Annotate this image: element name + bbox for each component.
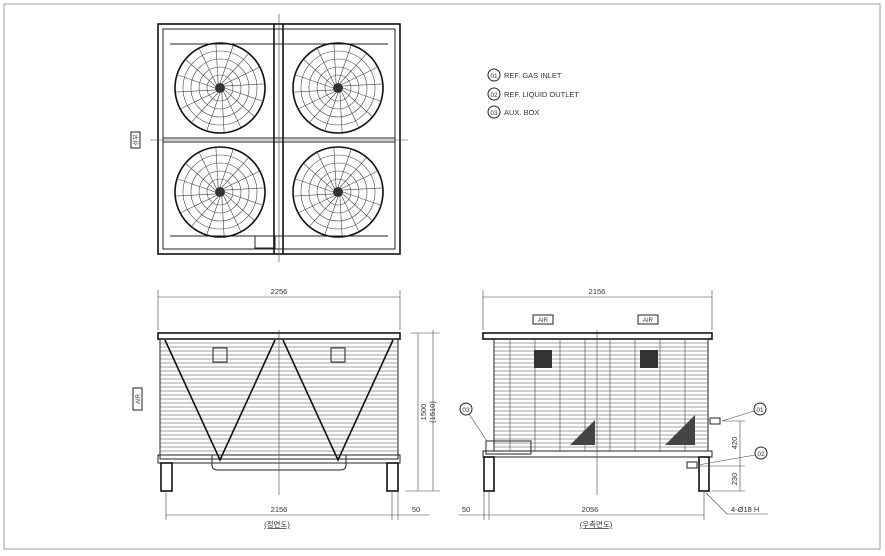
callout-02: 02	[697, 446, 768, 466]
dim-height: 1500	[419, 404, 428, 421]
svg-text:01: 01	[756, 407, 764, 414]
legend-label: REF. GAS INLET	[504, 71, 562, 80]
svg-text:02: 02	[490, 92, 498, 99]
liquid-outlet-pipe	[686, 461, 698, 469]
fan-icon	[292, 146, 384, 238]
side-view-caption: (우측면도)	[580, 519, 613, 529]
air-tag: AIR	[643, 318, 654, 324]
fan-icon	[292, 42, 384, 134]
dim-outlet-height: 230	[730, 473, 739, 486]
dim-leg-span: 2056	[582, 505, 599, 514]
svg-text:02: 02	[757, 451, 765, 458]
dim-holes: 4-Ø18 H	[731, 505, 759, 514]
dim-leg-offset: 50	[412, 505, 420, 514]
dim-leg-offset: 50	[462, 505, 470, 514]
dim-inlet-height: 420	[730, 437, 739, 450]
side-view: 2156 AIR AIR 03 01 02 420 230 2056 50	[458, 287, 768, 529]
svg-text:03: 03	[490, 110, 498, 117]
drawing-border	[3, 3, 881, 550]
direction-tag: 상부	[132, 134, 140, 146]
svg-text:01: 01	[490, 73, 498, 80]
svg-text:03: 03	[462, 407, 470, 414]
legend: 01 REF. GAS INLET 02 REF. LIQUID OUTLET 03…	[487, 68, 579, 119]
callout-03: 03	[459, 402, 488, 442]
direction-tag-box	[130, 131, 141, 149]
legend-item-03: 03 AUX. BOX	[487, 105, 539, 119]
legend-label: AUX. BOX	[504, 108, 539, 117]
front-view: 2256 1500 (1510) 2156 50 AIR (정면도)	[132, 287, 440, 529]
air-tag: AIR	[538, 318, 549, 324]
aux-box	[485, 440, 532, 455]
callout-01: 01	[721, 402, 767, 422]
dim-leg-span: 2156	[271, 505, 288, 514]
fan-group	[174, 42, 384, 238]
dim-overall-width: 2156	[589, 287, 606, 296]
fan-icon	[174, 42, 266, 134]
front-view-caption: (정면도)	[264, 519, 290, 529]
dim-height-alt: (1510)	[428, 401, 437, 423]
legend-label: REF. LIQUID OUTLET	[504, 90, 579, 99]
gas-inlet-pipe	[709, 417, 721, 425]
legend-item-02: 02 REF. LIQUID OUTLET	[487, 87, 579, 101]
dim-overall-width: 2256	[271, 287, 288, 296]
top-view: 상부	[130, 14, 408, 262]
air-tag: AIR	[136, 393, 142, 404]
legend-item-01: 01 REF. GAS INLET	[487, 68, 562, 82]
fan-icon	[174, 146, 266, 238]
